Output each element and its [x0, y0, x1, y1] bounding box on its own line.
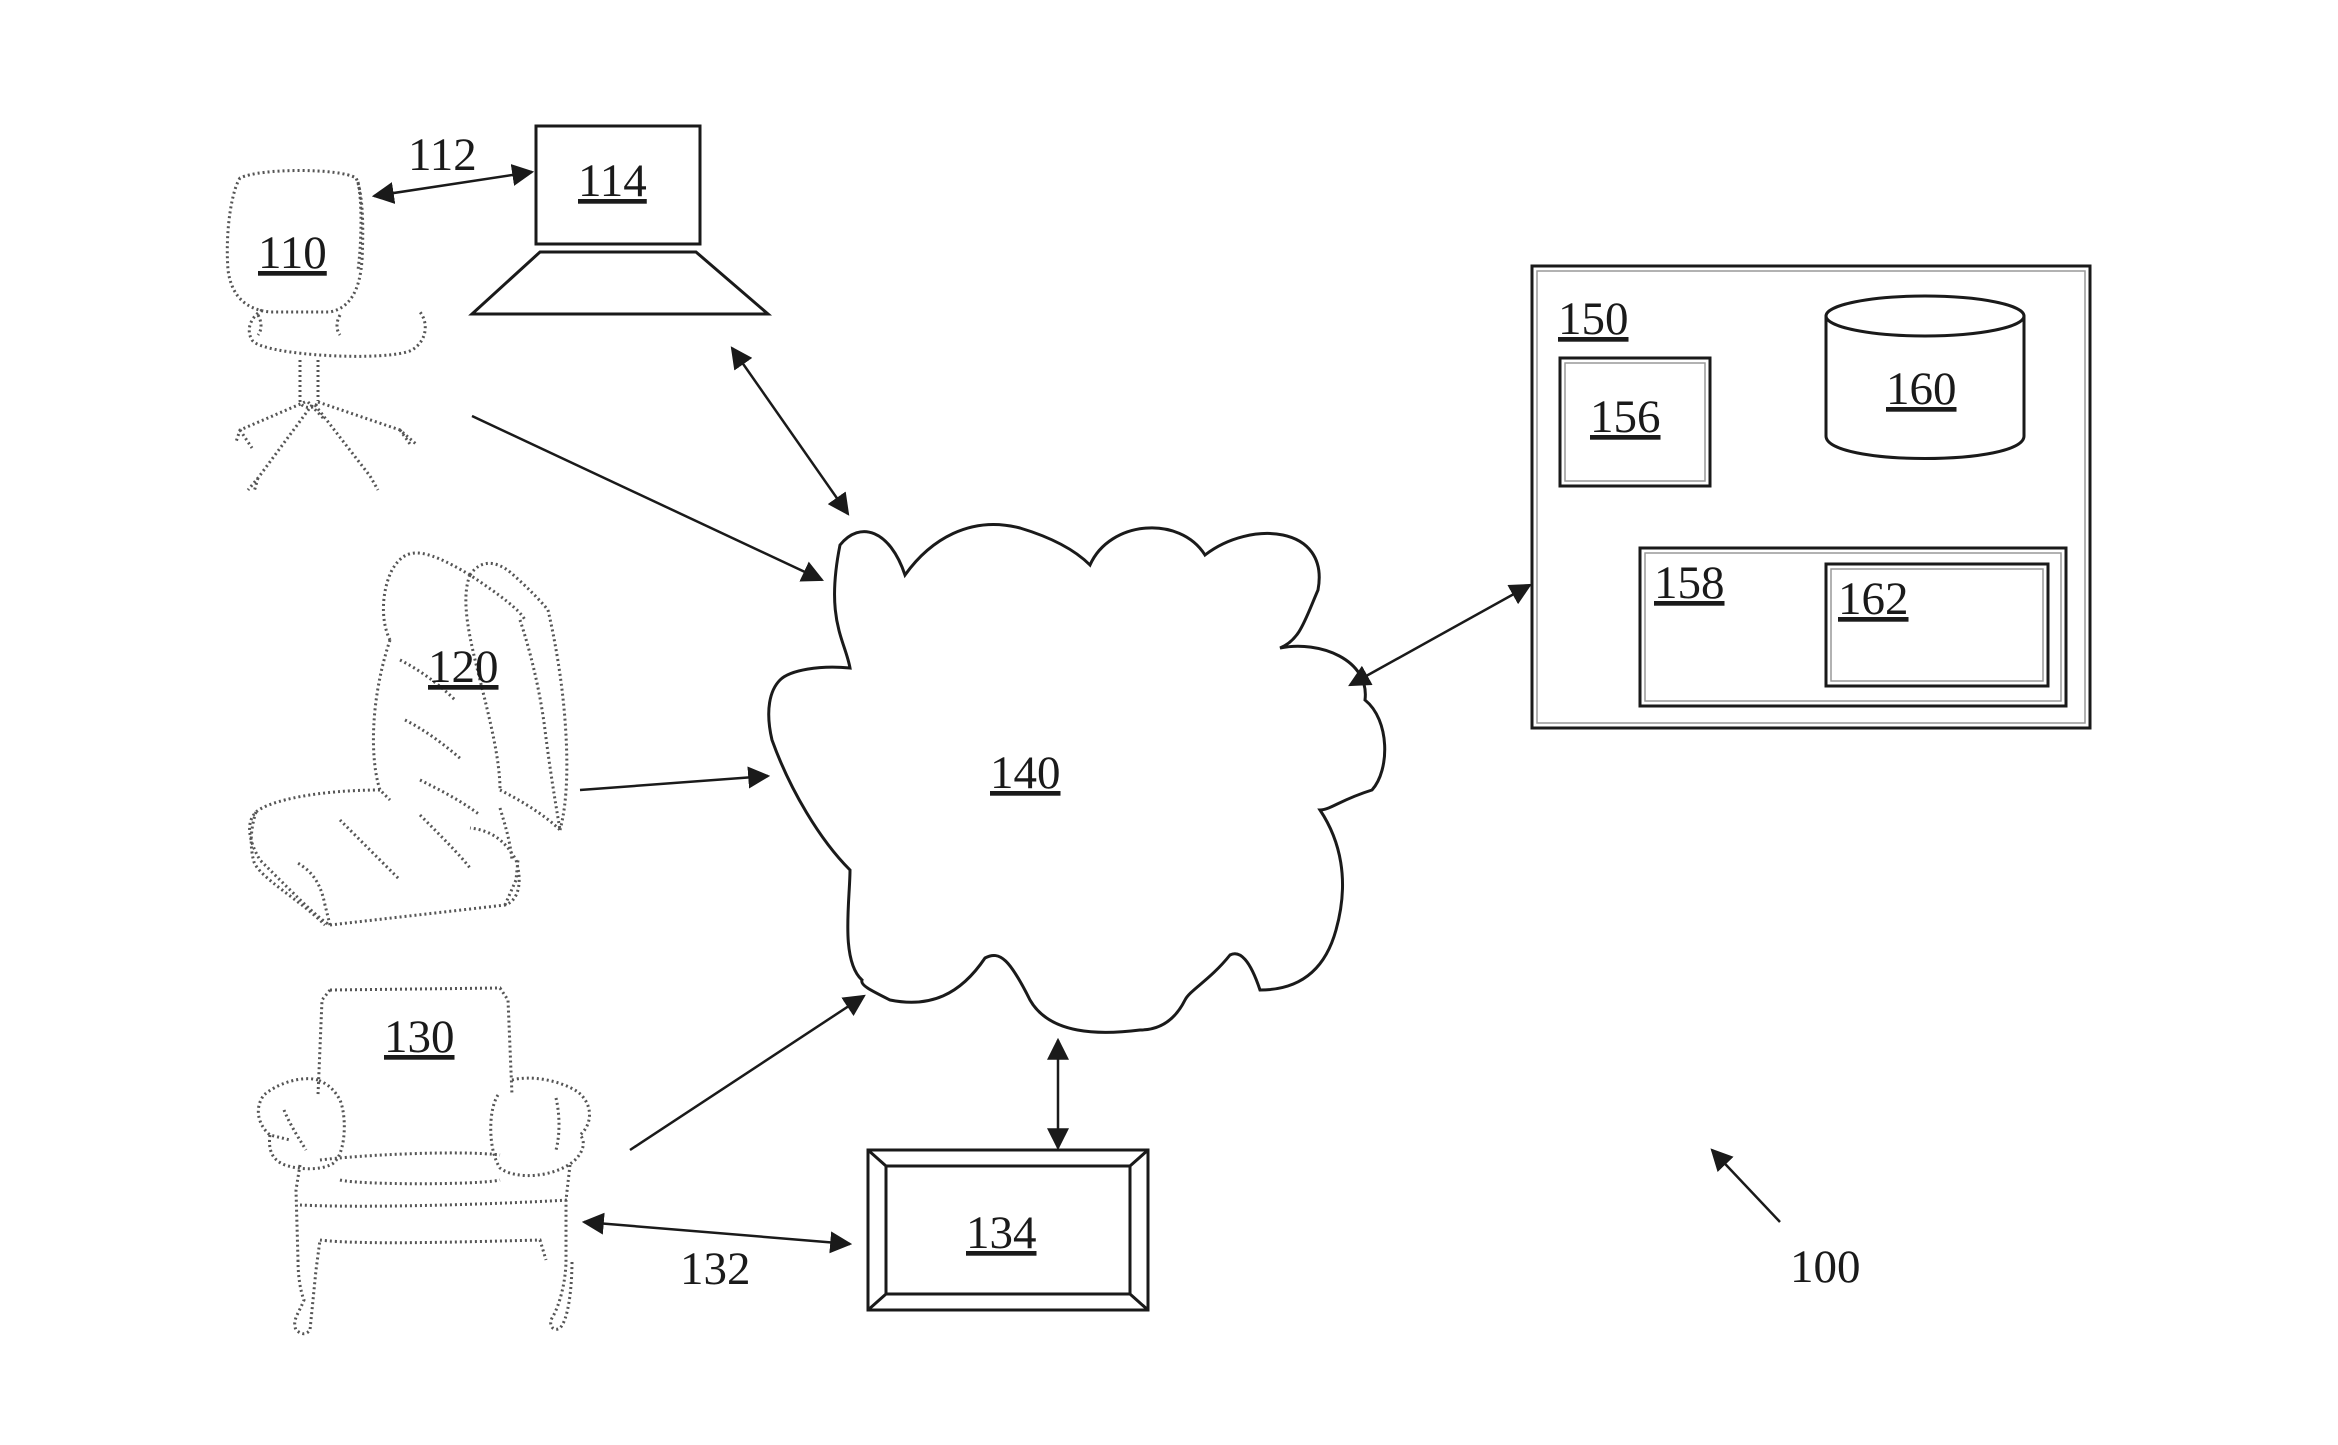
label-158: 158 — [1654, 557, 1725, 609]
chair-110-to-network-arrow — [472, 416, 822, 580]
label-100: 100 — [1790, 1241, 1861, 1293]
laptop-network-arrow — [732, 348, 848, 514]
network-server-arrow — [1350, 585, 1530, 685]
label-114: 114 — [578, 155, 647, 207]
car-seat-icon — [250, 553, 567, 925]
office-chair-icon — [227, 171, 425, 493]
label-150: 150 — [1558, 293, 1629, 345]
label-160: 160 — [1886, 363, 1957, 415]
label-132: 132 — [680, 1243, 751, 1295]
network-cloud-icon — [769, 525, 1385, 1033]
label-140: 140 — [990, 747, 1061, 799]
label-120: 120 — [428, 641, 499, 693]
label-112: 112 — [408, 129, 477, 181]
system-100-pointer-arrow — [1712, 1150, 1780, 1222]
armchair-130-to-network-arrow — [630, 996, 864, 1150]
label-156: 156 — [1590, 391, 1661, 443]
label-162: 162 — [1838, 573, 1909, 625]
label-110: 110 — [258, 227, 327, 279]
link-132-arrow — [584, 1222, 850, 1244]
label-130: 130 — [384, 1011, 455, 1063]
seat-120-to-network-arrow — [580, 776, 768, 790]
label-134: 134 — [966, 1207, 1037, 1259]
